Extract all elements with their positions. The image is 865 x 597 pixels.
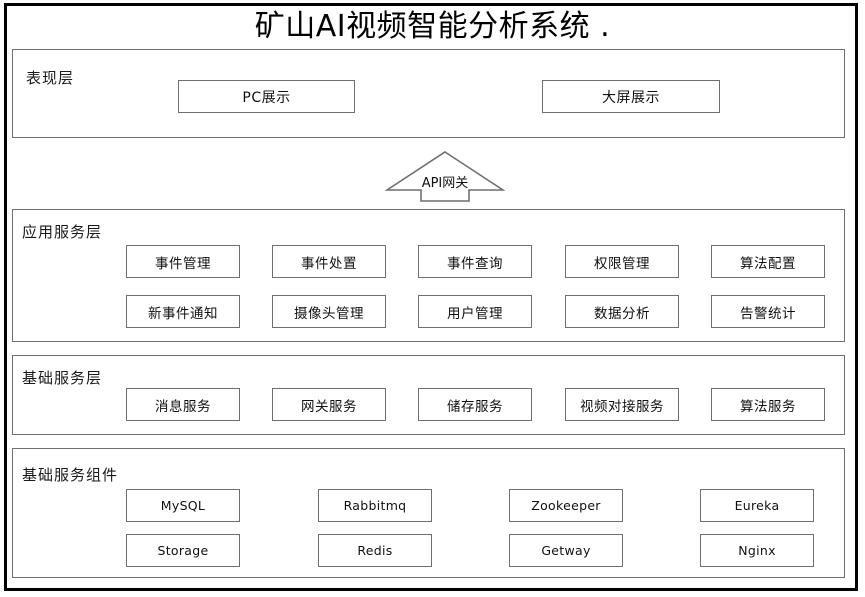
node-user-management[interactable]: 用户管理 bbox=[418, 295, 532, 328]
node-new-event-notification[interactable]: 新事件通知 bbox=[126, 295, 240, 328]
node-rabbitmq[interactable]: Rabbitmq bbox=[318, 489, 432, 522]
node-large-screen-display[interactable]: 大屏展示 bbox=[542, 80, 720, 113]
node-pc-display[interactable]: PC展示 bbox=[178, 80, 355, 113]
node-message-service[interactable]: 消息服务 bbox=[126, 388, 240, 421]
page-title: 矿山AI视频智能分析系统. bbox=[0, 8, 865, 46]
node-zookeeper[interactable]: Zookeeper bbox=[509, 489, 623, 522]
node-mysql[interactable]: MySQL bbox=[126, 489, 240, 522]
layer-presentation bbox=[12, 49, 845, 138]
node-nginx[interactable]: Nginx bbox=[700, 534, 814, 567]
node-algorithm-service[interactable]: 算法服务 bbox=[711, 388, 825, 421]
api-gateway-label: API网关 bbox=[421, 176, 469, 191]
node-camera-management[interactable]: 摄像头管理 bbox=[272, 295, 386, 328]
node-event-management[interactable]: 事件管理 bbox=[126, 245, 240, 278]
layer-label-presentation: 表现层 bbox=[26, 69, 75, 87]
node-alarm-statistics[interactable]: 告警统计 bbox=[711, 295, 825, 328]
node-redis[interactable]: Redis bbox=[318, 534, 432, 567]
node-permission-management[interactable]: 权限管理 bbox=[565, 245, 679, 278]
node-storage-service[interactable]: 储存服务 bbox=[418, 388, 532, 421]
layer-label-application-service: 应用服务层 bbox=[22, 223, 103, 241]
title-trailing-dot: . bbox=[600, 9, 611, 44]
node-gateway-service[interactable]: 网关服务 bbox=[272, 388, 386, 421]
node-event-handling[interactable]: 事件处置 bbox=[272, 245, 386, 278]
node-storage[interactable]: Storage bbox=[126, 534, 240, 567]
outer-frame bbox=[4, 3, 858, 591]
api-gateway-arrow-icon bbox=[385, 151, 505, 202]
node-algorithm-config[interactable]: 算法配置 bbox=[711, 245, 825, 278]
node-event-query[interactable]: 事件查询 bbox=[418, 245, 532, 278]
page-title-text: 矿山AI视频智能分析系统 bbox=[254, 9, 591, 44]
node-video-integration-service[interactable]: 视频对接服务 bbox=[565, 388, 679, 421]
layer-label-basic-components: 基础服务组件 bbox=[22, 466, 119, 484]
node-getway[interactable]: Getway bbox=[509, 534, 623, 567]
layer-label-basic-service: 基础服务层 bbox=[22, 369, 103, 387]
api-gateway[interactable]: API网关 bbox=[385, 150, 505, 202]
node-data-analysis[interactable]: 数据分析 bbox=[565, 295, 679, 328]
node-eureka[interactable]: Eureka bbox=[700, 489, 814, 522]
